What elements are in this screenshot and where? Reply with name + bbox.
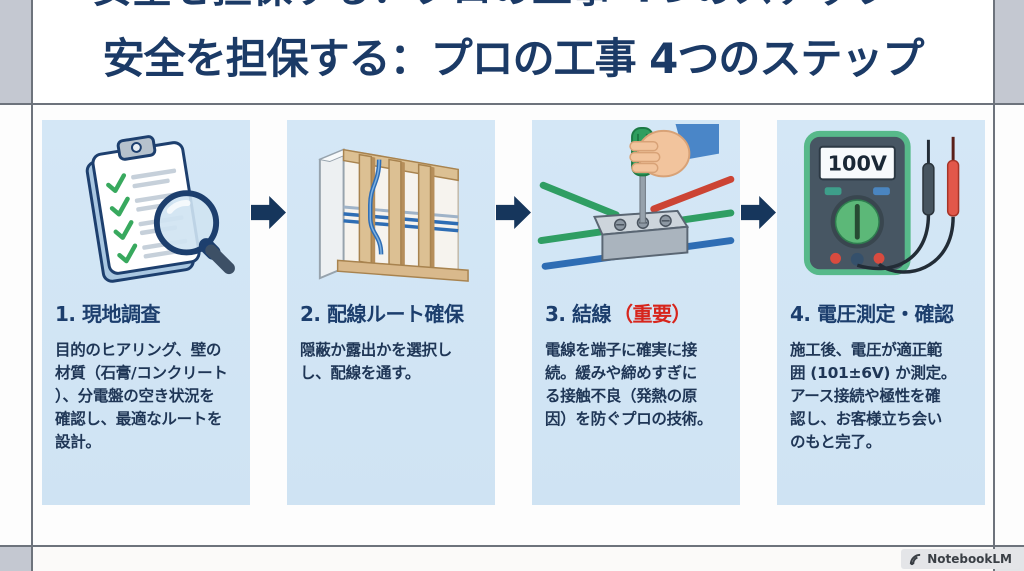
- multimeter-display-value: 100V: [828, 151, 887, 175]
- notebooklm-label: NotebookLM: [927, 552, 1012, 566]
- step-heading-1: 1. 現地調査: [55, 298, 237, 327]
- step-body-1: 目的のヒアリング、壁の 材質（石膏/コンクリート ）、分電盤の空き状況を 確認し…: [55, 341, 228, 451]
- grid-line-horizontal-top: [0, 103, 1024, 105]
- step-body-2: 隠蔽か露出かを選択し し、配線を通す。: [300, 341, 453, 382]
- step-heading-2: 2. 配線ルート確保: [300, 298, 482, 327]
- step-body-4: 施工後、電圧が適正範 囲 (101±6V) か測定。 アース接続や極性を確 認し…: [790, 341, 957, 451]
- arrow-right-icon: [251, 196, 286, 229]
- step-heading-text: 3. 結線: [545, 302, 611, 326]
- footer-row-background: [0, 547, 1024, 571]
- page-title: 安全を担保する：プロの工事 4つのステップ: [102, 33, 925, 83]
- page-margin-top-right: [995, 0, 1024, 103]
- terminal-block-screwdriver-icon: [532, 120, 740, 292]
- clipboard-checklist-magnifier-icon: [42, 120, 250, 292]
- arrow-right-icon: [741, 196, 776, 229]
- step-heading-text: 1. 現地調査: [55, 302, 160, 326]
- step-heading-text: 2. 配線ルート確保: [300, 302, 464, 326]
- title-row-background: [0, 0, 1024, 103]
- step-heading-text: 4. 電圧測定・確認: [790, 302, 954, 326]
- step-body-3: 電線を端子に確実に接 続。緩みや締めすぎに る接触不良（発熱の原 因）を防ぐプロ…: [545, 341, 713, 428]
- grid-line-horizontal-bottom: [0, 545, 1024, 547]
- grid-line-vertical-right: [993, 0, 995, 571]
- cropped-text-top: 安全を担保する：プロの工事 4つのステップ: [92, 0, 934, 8]
- step-card-voltage-check: 100V 4. 電圧測定・確認 施工後、電圧が適正範 囲 (101±6V) か測…: [777, 120, 985, 505]
- step-heading-4: 4. 電圧測定・確認: [790, 298, 972, 327]
- arrow-right-icon: [496, 196, 531, 229]
- step-card-connection: 3. 結線（重要） 電線を端子に確実に接 続。緩みや締めすぎに る接触不良（発熱…: [532, 120, 740, 505]
- step-card-wiring-route: 2. 配線ルート確保 隠蔽か露出かを選択し し、配線を通す。: [287, 120, 495, 505]
- wall-framing-wiring-icon: [287, 120, 495, 292]
- step-heading-3: 3. 結線（重要）: [545, 298, 727, 327]
- page-margin-bottom-left: [0, 547, 31, 571]
- step-card-site-survey: 1. 現地調査 目的のヒアリング、壁の 材質（石膏/コンクリート ）、分電盤の空…: [42, 120, 250, 505]
- grid-line-vertical-left: [31, 0, 33, 571]
- multimeter-icon: 100V: [777, 120, 985, 292]
- page-margin-top-left: [0, 0, 31, 103]
- step-heading-accent: （重要）: [612, 302, 692, 326]
- notebooklm-logo-icon: [909, 553, 922, 566]
- notebooklm-badge: NotebookLM: [901, 549, 1020, 569]
